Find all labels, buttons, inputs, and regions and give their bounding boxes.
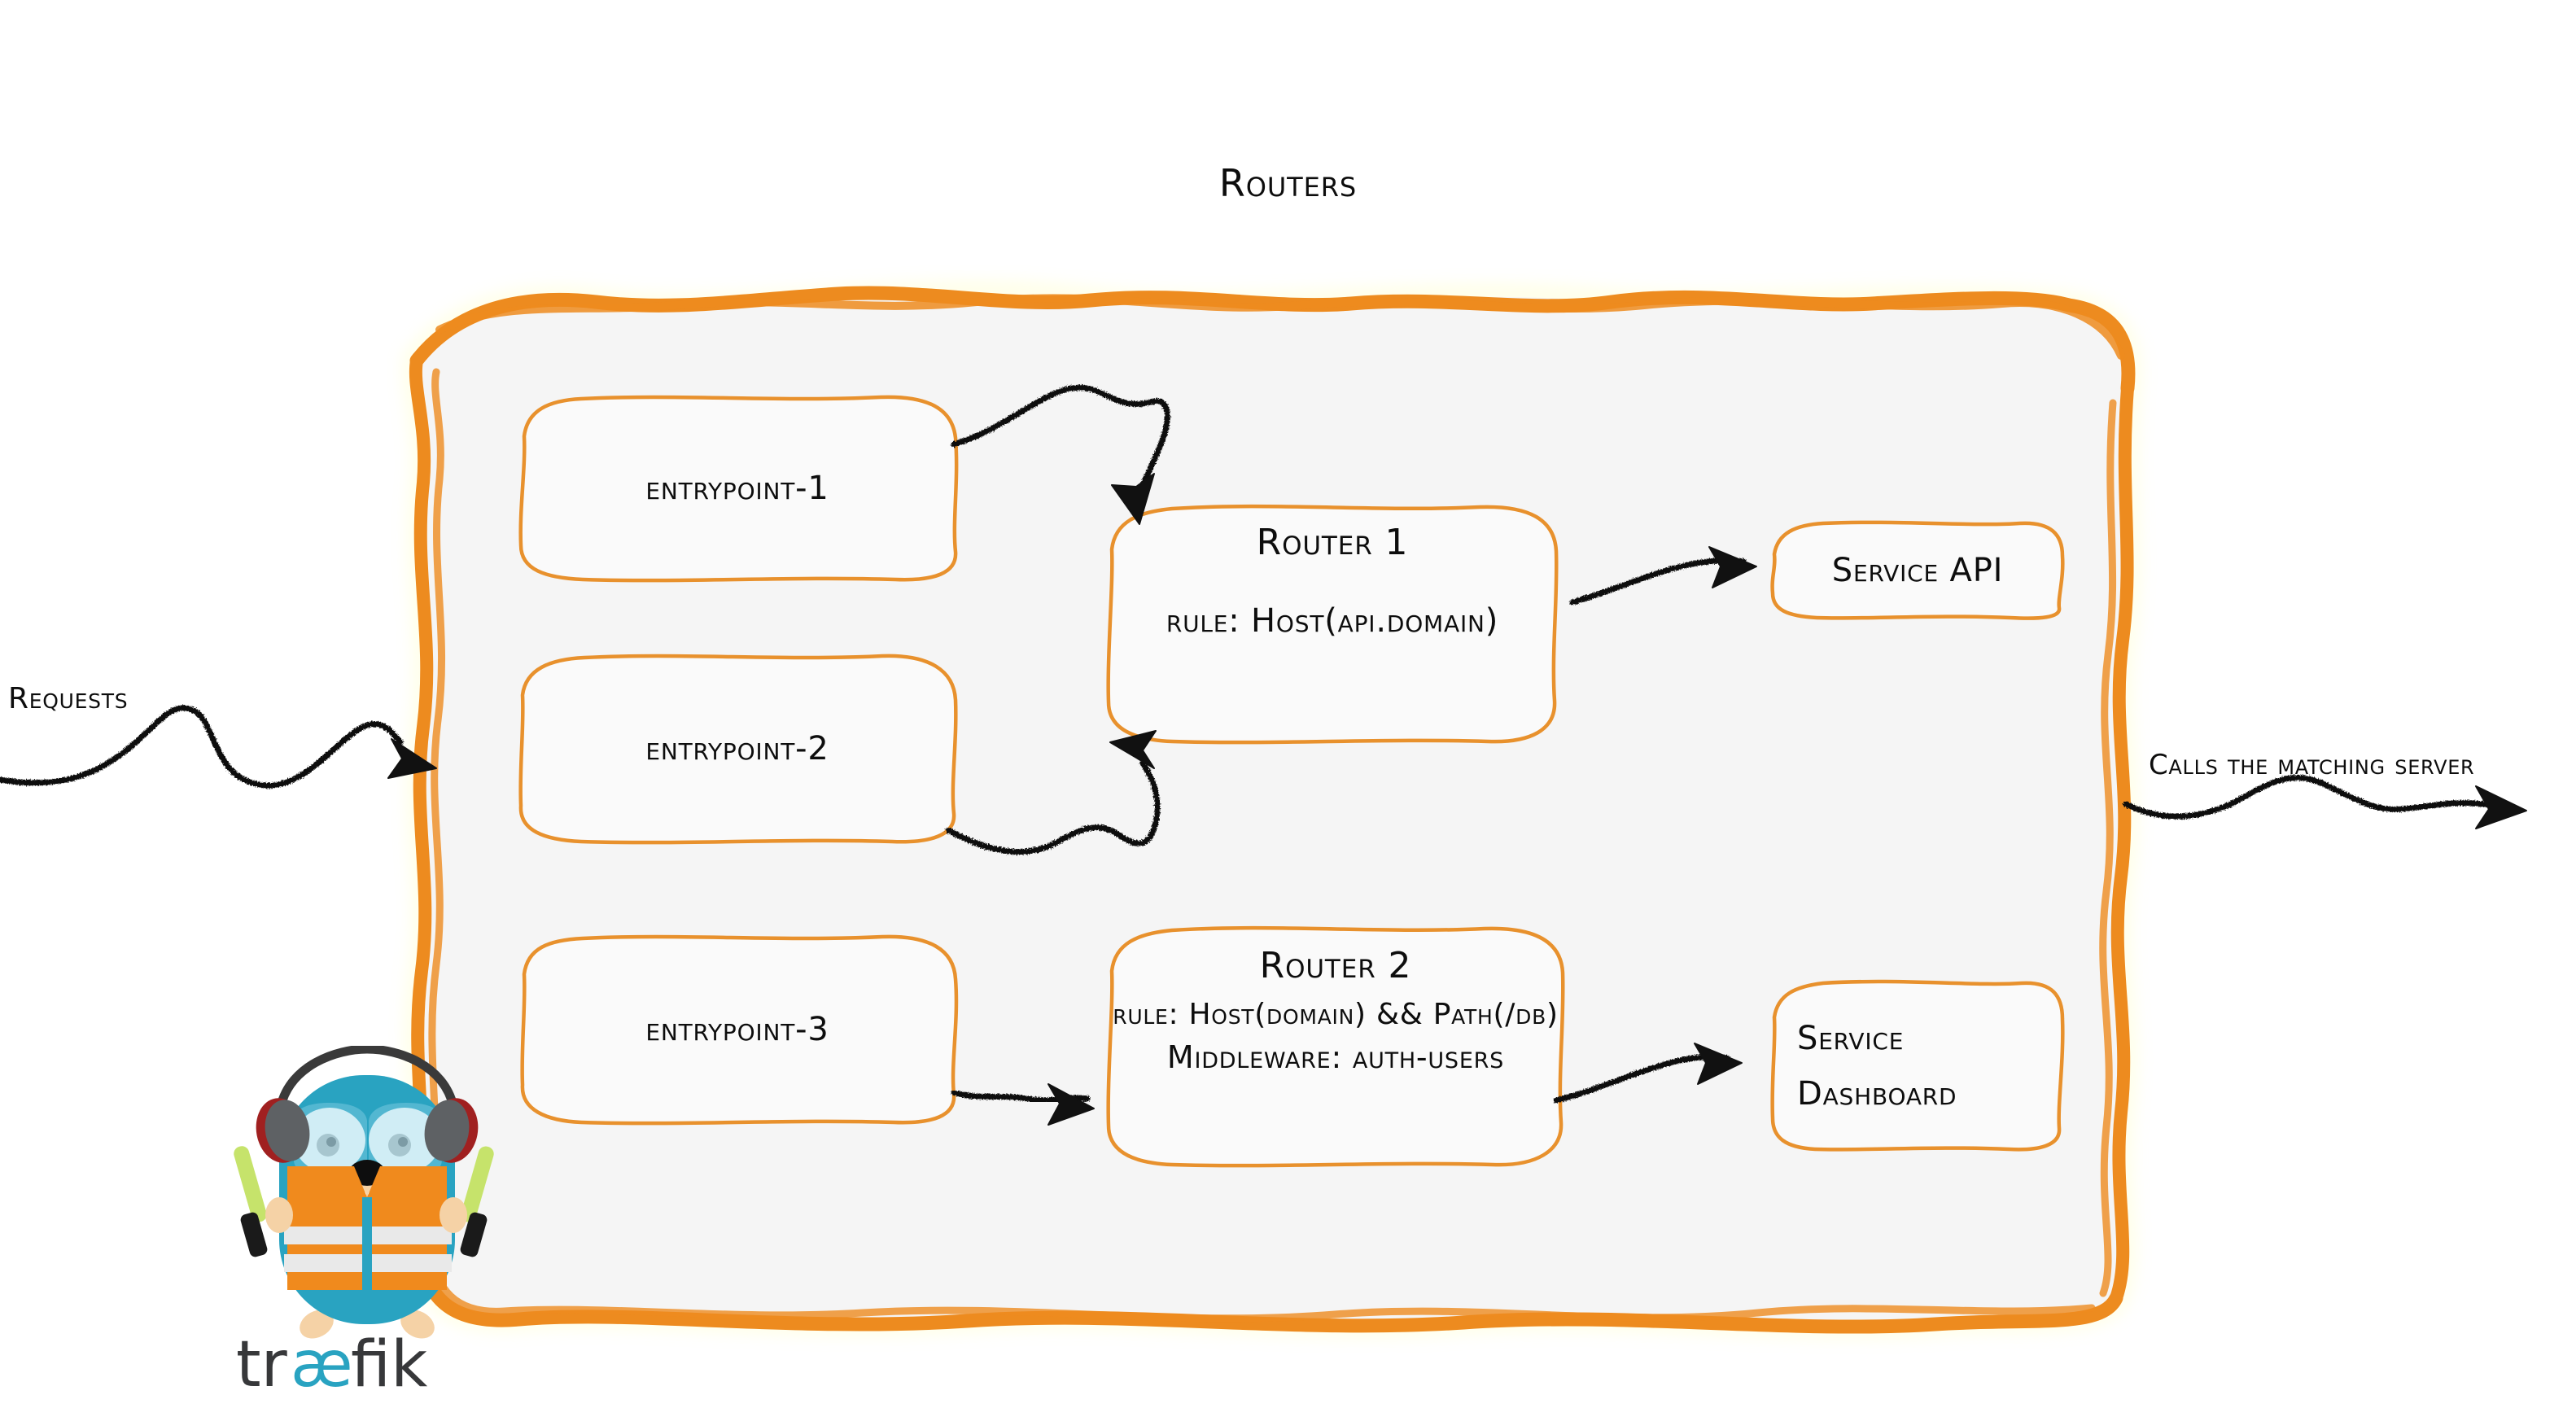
baton-right-icon xyxy=(460,1146,494,1257)
page-title-text: Routers xyxy=(1218,161,1358,205)
entrypoint-3-label: entrypoint-3 xyxy=(645,1011,829,1048)
calls-the-matching-server-label: Calls the matching server xyxy=(2149,749,2474,781)
service-dashboard-border xyxy=(1770,979,2065,1152)
ear-cup-right-icon xyxy=(424,1098,479,1163)
traefik-gopher-icon: tr æ fik xyxy=(234,1046,494,1401)
foot-left xyxy=(300,1310,334,1339)
svg-text:fik: fik xyxy=(351,1328,427,1401)
router-2-name: Router 2 xyxy=(1259,945,1412,986)
router-2-rule: rule: Host(domain) && Path(/db) xyxy=(1113,998,1559,1031)
router-2-box[interactable]: Router 2 rule: Host(domain) && Path(/db)… xyxy=(1100,922,1571,1174)
svg-text:æ: æ xyxy=(291,1328,353,1401)
traefik-wordmark: tr æ fik xyxy=(236,1328,427,1401)
requests-label-text: Requests xyxy=(8,682,129,715)
router-1-name: Router 1 xyxy=(1256,522,1409,563)
entrypoint-2-box[interactable]: entrypoint-2 xyxy=(513,651,962,846)
entrypoint-1-box[interactable]: entrypoint-1 xyxy=(513,391,962,586)
entrypoint-1-label: entrypoint-1 xyxy=(645,470,829,507)
calls-the-matching-server-text: Calls the matching server xyxy=(2149,749,2475,781)
baton-left-icon xyxy=(234,1146,268,1257)
router-1-box[interactable]: Router 1 rule: Host(api.domain) xyxy=(1100,499,1564,751)
service-dashboard-label-line2: Dashboard xyxy=(1797,1075,1957,1113)
requests-label: Requests xyxy=(8,682,128,715)
entrypoint-3-box[interactable]: entrypoint-3 xyxy=(513,932,962,1127)
arrow-calls-out xyxy=(2123,775,2527,829)
hand-left xyxy=(265,1197,293,1233)
safety-vest xyxy=(284,1166,452,1290)
entrypoint-2-label: entrypoint-2 xyxy=(645,730,829,767)
router-1-rule: rule: Host(api.domain) xyxy=(1166,602,1499,640)
arrow-requests-in xyxy=(0,705,437,789)
traefik-logo: tr æ fik xyxy=(232,1046,501,1404)
service-dashboard-box[interactable]: Service Dashboard xyxy=(1766,977,2069,1156)
svg-text:tr: tr xyxy=(236,1328,288,1401)
page-title: Routers xyxy=(0,161,2576,205)
headphone-band-icon xyxy=(276,1046,458,1111)
goggles-right xyxy=(369,1103,442,1178)
router-2-middleware: Middleware: auth-users xyxy=(1166,1039,1505,1075)
goggles-left xyxy=(294,1103,367,1178)
ear-cup-left-icon xyxy=(256,1098,310,1163)
foot-right xyxy=(400,1310,435,1339)
service-api-box[interactable]: Service API xyxy=(1766,518,2069,623)
hand-right xyxy=(440,1197,467,1233)
service-dashboard-label-line1: Service xyxy=(1797,1020,1905,1057)
service-api-label: Service API xyxy=(1831,552,2004,589)
